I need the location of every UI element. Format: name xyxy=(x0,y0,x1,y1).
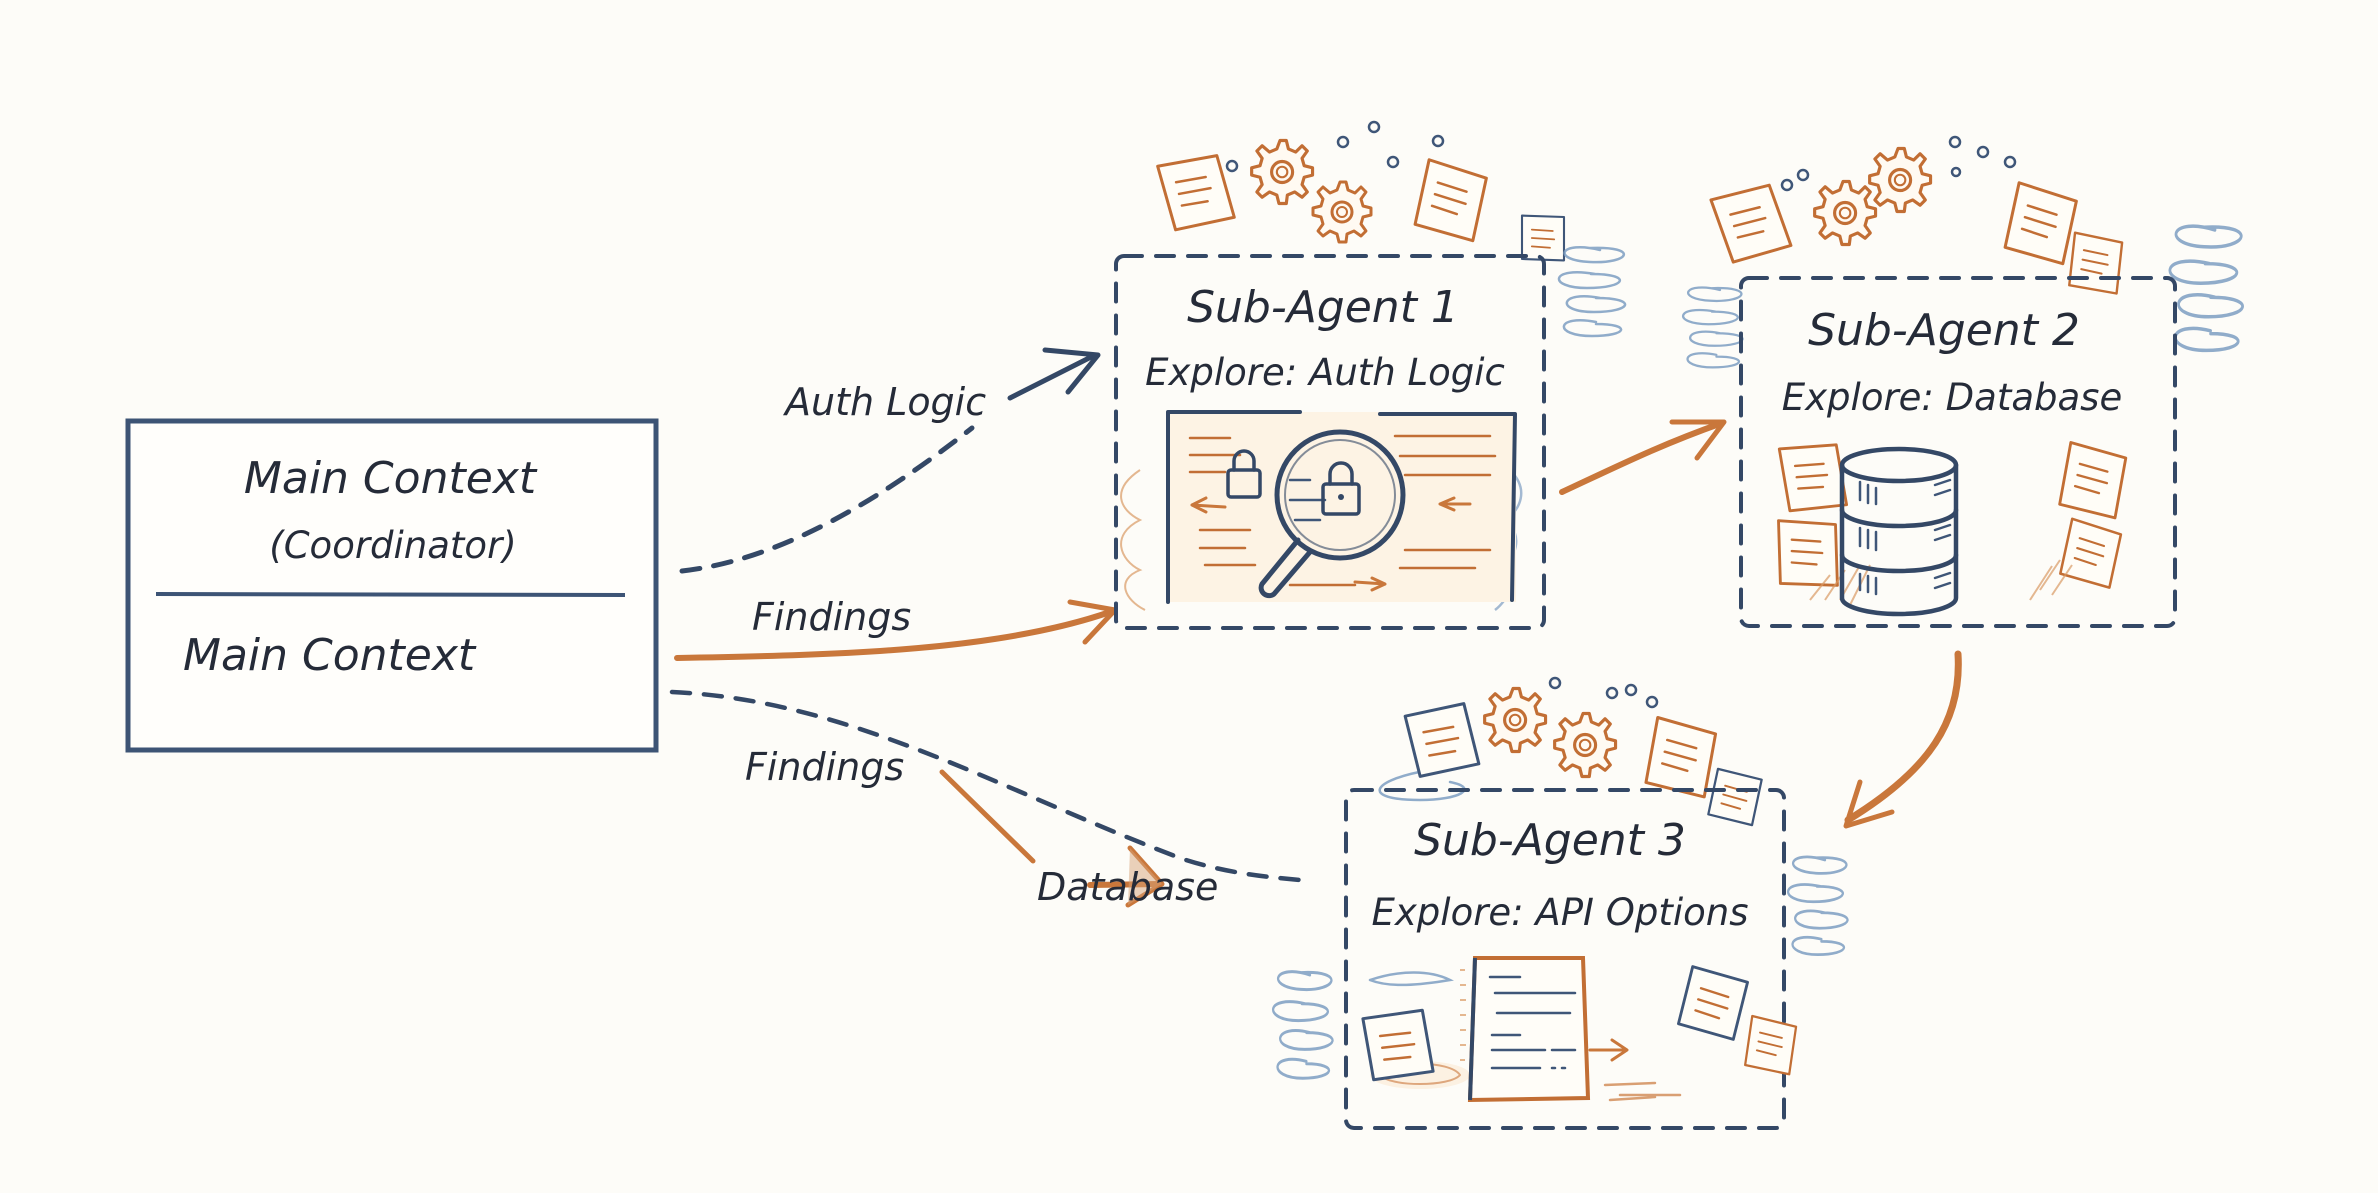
main-context-node[interactable]: Main Context (Coordinator) Main Context xyxy=(125,418,659,753)
sub-agent-2-node[interactable]: Sub-Agent 2 Explore: Database xyxy=(1681,135,2245,628)
main-context-divider xyxy=(155,592,626,597)
sub-agent-2-title: Sub-Agent 2 xyxy=(1808,305,2080,356)
edge-auth-logic-arrowhead xyxy=(1042,347,1101,395)
edge-agent1-to-agent2-arrowhead xyxy=(1669,419,1727,461)
edge-label-findings-bottom: Findings xyxy=(745,745,904,789)
magnifier-lock-icon xyxy=(1120,410,1523,611)
edge-database-line xyxy=(939,769,1036,864)
sub-agent-1-box xyxy=(1114,254,1546,630)
sub-agent-1-title: Sub-Agent 1 xyxy=(1187,282,1459,333)
sub-agent-3-box xyxy=(1344,788,1786,1130)
sub-agent-1-node[interactable]: Sub-Agent 1 Explore: Auth Logic xyxy=(1114,120,1627,630)
edge-label-findings-top: Findings xyxy=(752,595,911,639)
edge-findings-top[interactable]: Findings xyxy=(674,595,1118,661)
sub-agent-3-title: Sub-Agent 3 xyxy=(1414,815,1686,866)
database-icon xyxy=(1777,439,2130,617)
main-context-box xyxy=(125,418,659,753)
edge-agent2-to-agent3-line xyxy=(1844,650,1962,824)
main-context-subtitle: (Coordinator) xyxy=(269,524,516,567)
edge-database[interactable]: Database xyxy=(939,769,1218,909)
sub-agent-1-decoration xyxy=(1156,120,1627,338)
edge-findings-top-line xyxy=(674,609,1113,661)
edge-auth-logic-shaft xyxy=(1007,352,1098,401)
edge-database-arrowhead-fill xyxy=(1128,848,1162,905)
edge-auth-logic[interactable]: Auth Logic xyxy=(679,347,1101,574)
main-context-section-label: Main Context xyxy=(183,630,477,681)
sub-agent-3-node[interactable]: Sub-Agent 3 Explore: API Options xyxy=(1271,676,1849,1130)
edge-agent1-to-agent2[interactable] xyxy=(1559,419,1727,495)
edge-auth-logic-line xyxy=(679,425,975,574)
edge-agent1-to-agent2-line xyxy=(1559,420,1725,495)
sub-agent-2-box xyxy=(1739,276,2177,628)
edge-findings-bottom[interactable]: Findings xyxy=(669,689,1303,883)
edge-label-auth-logic: Auth Logic xyxy=(782,380,986,424)
edge-findings-bottom-line xyxy=(669,689,1303,883)
sub-agent-3-task: Explore: API Options xyxy=(1372,891,1749,934)
sub-agent-2-decoration xyxy=(1681,135,2245,369)
edge-label-database: Database xyxy=(1037,865,1218,909)
edge-agent2-to-agent3-arrowhead xyxy=(1843,779,1895,829)
main-context-title: Main Context xyxy=(244,453,538,504)
sub-agent-2-task: Explore: Database xyxy=(1782,376,2122,419)
edge-agent2-to-agent3[interactable] xyxy=(1843,650,1962,829)
sub-agent-1-task: Explore: Auth Logic xyxy=(1145,351,1505,394)
document-icon xyxy=(1361,956,1800,1103)
